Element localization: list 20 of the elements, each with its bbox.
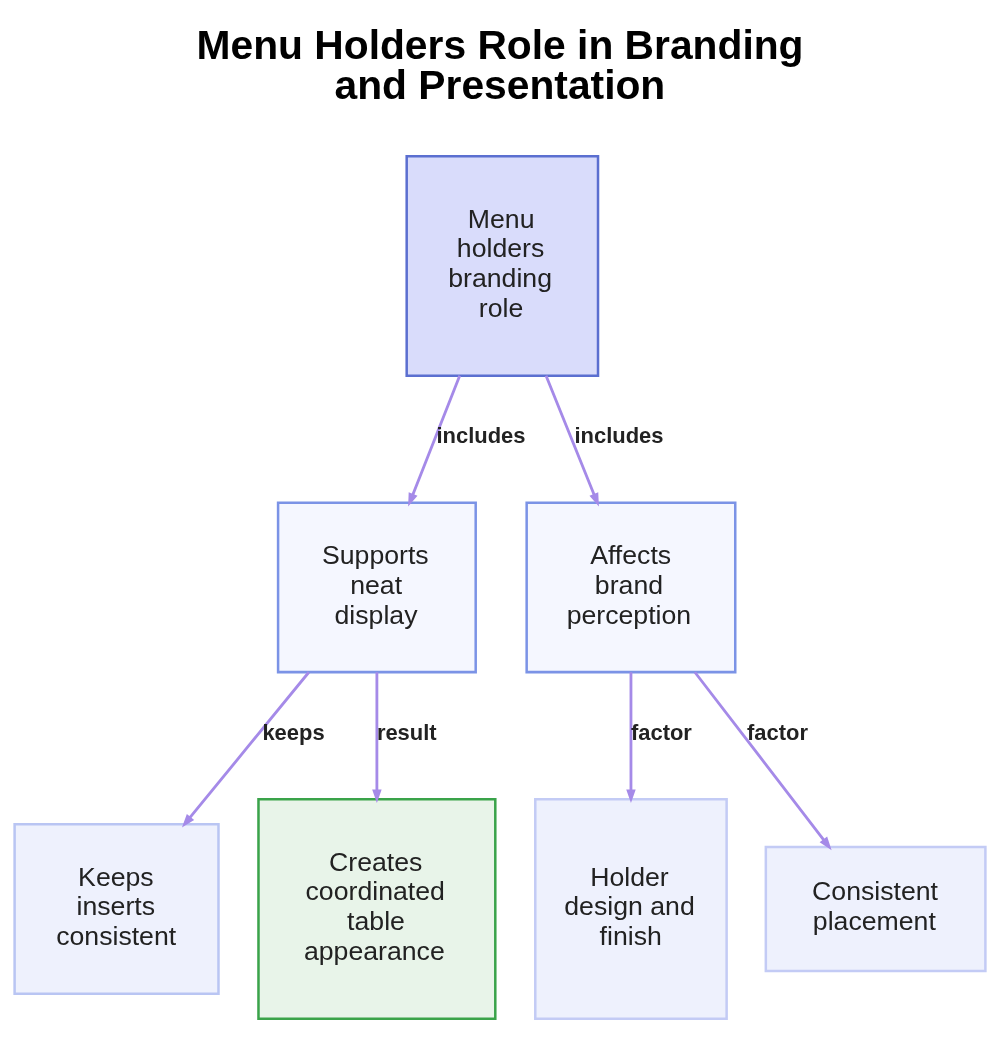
arrow [626,671,636,803]
edge-label: factor [747,719,808,745]
arrow [372,671,382,803]
node-box: Menu holders branding role [405,154,600,377]
node-box: Creates coordinated table appearance [257,797,497,1020]
edge-label: keeps [262,719,325,745]
node-box: Keeps inserts consistent [13,822,220,995]
node-box: Supports neat display [276,501,477,673]
edge-label: result [376,719,437,745]
arrow [544,374,599,507]
node-box: Holder design and finish [534,797,728,1020]
arrow [693,670,832,850]
edge-label: factor [630,719,692,745]
edge-label: includes [436,422,526,448]
edge-label: includes [574,422,664,448]
diagram-title: Menu Holders Role in Branding and Presentation [196,21,804,108]
arrow [408,374,461,507]
arrow [181,670,310,827]
node-box: Consistent placement [764,845,987,972]
node-box: Affects brand perception [525,501,737,673]
